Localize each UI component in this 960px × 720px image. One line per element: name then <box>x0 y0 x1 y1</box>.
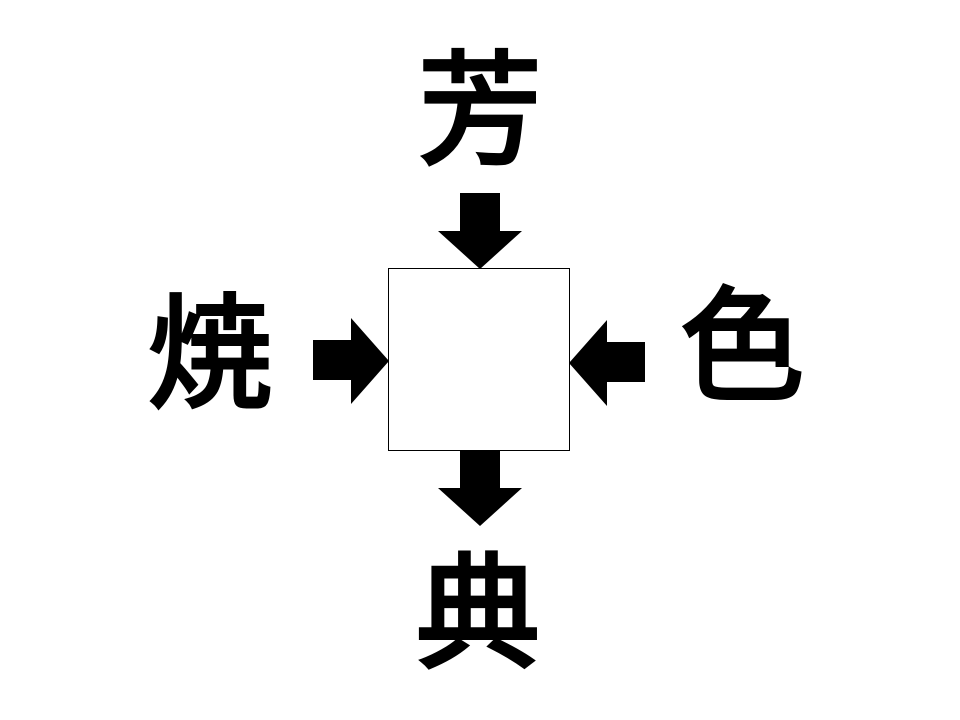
arrow-down-bottom-icon <box>438 450 522 526</box>
top-kanji: 芳 <box>417 40 542 184</box>
left-kanji: 焼 <box>147 283 272 427</box>
arrow-right-left-icon <box>313 318 389 404</box>
bottom-kanji: 典 <box>415 543 540 687</box>
arrow-down-top-icon <box>438 193 522 269</box>
answer-box[interactable] <box>388 268 570 451</box>
arrow-left-right-icon <box>569 320 645 406</box>
right-kanji: 色 <box>679 276 804 420</box>
